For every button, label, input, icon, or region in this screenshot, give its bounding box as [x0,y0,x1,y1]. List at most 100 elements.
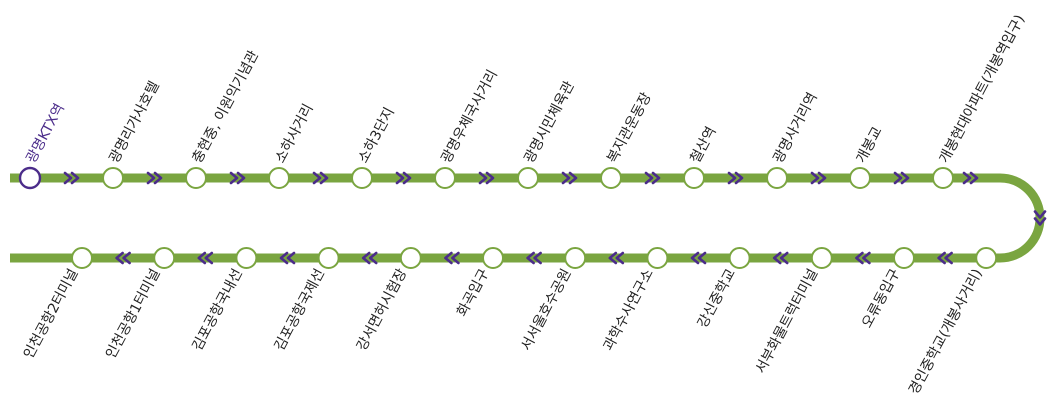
direction-arrow-icon [444,251,453,265]
direction-arrow-icon [279,251,289,265]
lower-station-marker-1[interactable] [153,247,176,269]
lower-station-marker-7[interactable] [646,247,669,269]
direction-arrow-icon [197,251,207,265]
direction-arrow-icon [779,251,789,265]
direction-arrow-icon [772,251,782,265]
direction-arrow-icon [319,171,329,185]
upper-station-label-10: 개봉교 [853,124,885,166]
upper-station-label-3: 소하사거리 [272,101,316,165]
stations [18,166,998,269]
lower-station-label-3: 김포공항국제선 [272,266,328,353]
lower-station-label-1: 인천공항1터미널 [103,266,164,361]
upper-station-label-0: 광명KTX역 [23,101,68,166]
upper-station-marker-9[interactable] [766,167,788,189]
direction-arrow-icon [368,251,378,265]
upper-station-label-5: 광명우체국사거리 [438,67,501,165]
lower-station-label-8: 강신중학교 [695,266,739,330]
direction-arrow-icon [146,171,156,185]
direction-arrow-icon [697,251,707,265]
direction-arrow-icon [651,171,661,185]
direction-arrow-icon [969,171,979,185]
upper-station-label-2: 충현중, 이원익기념관 [189,48,262,166]
direction-arrow-icon [855,251,864,265]
direction-arrows [63,171,1047,265]
upper-station-label-1: 광명리가사호텔 [106,79,162,166]
upper-station-label-9: 광명사거리역 [770,90,820,166]
lower-station-marker-5[interactable] [482,247,504,269]
upper-station-marker-1[interactable] [102,167,124,189]
upper-station-marker-6[interactable] [517,167,539,189]
direction-arrow-icon [734,171,744,185]
direction-arrow-icon [893,171,903,185]
lower-station-marker-3[interactable] [317,247,340,269]
lower-station-marker-2[interactable] [235,247,258,269]
direction-arrow-icon [862,251,871,265]
upper-station-marker-5[interactable] [434,167,456,189]
upper-station-marker-11[interactable] [932,167,954,189]
direction-arrow-icon [70,171,80,185]
direction-arrow-icon [236,171,246,185]
lower-station-label-4: 강서면허시험장 [354,266,411,353]
lower-station-label-11: 경인중학교(개봉사거리) [906,266,986,397]
direction-arrow-icon [962,171,972,185]
direction-arrow-icon [810,171,820,185]
lower-station-marker-10[interactable] [893,247,915,269]
lower-station-marker-9[interactable] [810,247,833,269]
direction-arrow-icon [615,251,625,265]
upper-station-marker-10[interactable] [849,167,871,189]
origin-station-marker[interactable] [18,166,42,190]
direction-arrow-icon [533,251,542,265]
upper-station-label-4: 소하3단지 [355,105,398,166]
direction-arrow-icon [937,251,946,265]
direction-arrow-icon [900,171,910,185]
direction-arrow-icon [402,171,412,185]
direction-arrow-icon [115,251,124,265]
direction-arrow-icon [644,171,654,185]
upper-station-marker-4[interactable] [351,167,373,189]
direction-arrow-icon [451,251,460,265]
lower-station-marker-11[interactable] [975,247,998,269]
direction-arrow-icon [485,171,495,185]
direction-arrow-icon [478,171,488,185]
lower-station-marker-4[interactable] [399,247,422,269]
upper-station-label-6: 광명시민체육관 [521,79,578,166]
upper-station-label-7: 복지관운동장 [604,90,654,166]
upper-station-marker-3[interactable] [268,167,290,189]
direction-arrow-icon [817,171,827,185]
upper-station-marker-8[interactable] [683,167,705,189]
direction-arrow-icon [122,251,131,265]
lower-station-label-5: 화곡입구 [454,266,492,319]
lower-station-label-2: 김포공항국내선 [189,266,245,353]
direction-arrow-icon [727,171,737,185]
direction-arrow-icon [312,171,322,185]
direction-arrow-icon [63,171,73,185]
upper-station-label-8: 철산역 [687,124,719,166]
lower-station-label-9: 서부화물트럭터미널 [753,266,822,376]
lower-station-label-10: 오류동입구 [859,266,903,330]
upper-station-label-11: 개봉현대아파트(개봉역입구) [936,12,1028,166]
direction-arrow-icon [395,171,405,185]
direction-arrow-icon [361,251,371,265]
lower-station-label-7: 과학수사연구소 [600,266,657,353]
direction-arrow-icon [690,251,700,265]
direction-arrow-icon [204,251,214,265]
lower-station-label-0: 인천공항2터미널 [21,266,82,361]
lower-station-marker-8[interactable] [728,247,751,269]
lower-station-marker-0[interactable] [71,247,93,269]
direction-arrow-icon [229,171,239,185]
direction-arrow-icon [1033,210,1047,219]
upper-station-marker-7[interactable] [600,167,622,189]
direction-arrow-icon [1033,217,1047,226]
direction-arrow-icon [286,251,296,265]
lower-station-marker-6[interactable] [564,247,587,269]
direction-arrow-icon [568,171,578,185]
direction-arrow-icon [561,171,571,185]
direction-arrow-icon [153,171,163,185]
route-line [10,173,1045,263]
lower-station-label-6: 서서울호수공원 [518,266,574,353]
direction-arrow-icon [944,251,953,265]
route-track [10,173,1045,263]
upper-station-marker-2[interactable] [185,167,207,189]
